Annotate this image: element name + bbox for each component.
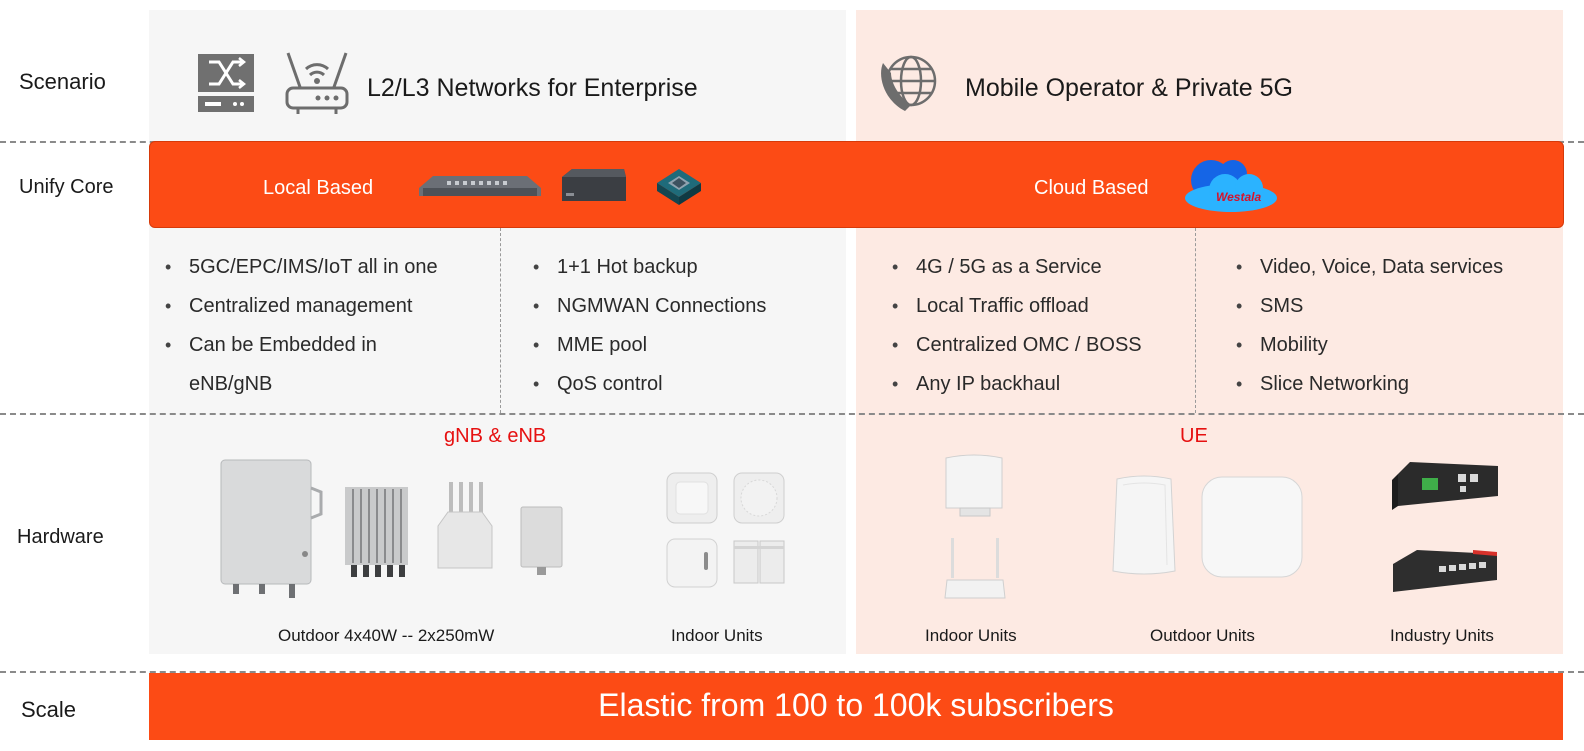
mini-pc-icon [562,167,626,204]
row-label-scenario: Scenario [19,69,106,94]
router-icon [284,51,350,115]
list-item: Can be Embedded in [165,326,438,365]
globe-phone-icon [877,51,941,115]
unify-core-band [149,141,1564,228]
ue-indoor-cpe-image [942,452,1006,518]
caption-ue-outdoor: Outdoor Units [1150,626,1255,645]
row-label-hardware: Hardware [17,526,104,548]
row-label-unify-core: Unify Core [19,176,114,198]
list-item: Local Traffic offload [892,287,1142,326]
row-label-scale: Scale [21,697,77,722]
list-item: Mobility [1236,326,1503,365]
feature-list-local-2: 1+1 Hot backup NGMWAN Connections MME po… [533,248,766,404]
scenario-right-title: Mobile Operator & Private 5G [965,74,1293,102]
ue-outdoor-cpe-image [1109,475,1179,579]
indoor-unit-dual-image [733,540,785,584]
caption-outdoor-bs: Outdoor 4x40W -- 2x250mW [278,626,495,645]
list-item: Any IP backhaul [892,365,1142,404]
list-item: Centralized OMC / BOSS [892,326,1142,365]
list-item: NGMWAN Connections [533,287,766,326]
caption-indoor-bs: Indoor Units [671,626,763,645]
scale-band: Elastic from 100 to 100k subscribers [149,673,1563,740]
ue-indoor-router-image [943,536,1007,606]
list-item: QoS control [533,365,766,404]
rack-server-icon [419,174,541,200]
outdoor-small-cell-image [519,505,564,577]
ue-industry-din-image [1392,460,1500,512]
feature-list-cloud-1: 4G / 5G as a Service Local Traffic offlo… [892,248,1142,404]
divider-hardware [0,671,1584,673]
list-item: Slice Networking [1236,365,1503,404]
divider-features [0,413,1584,415]
list-item: 5GC/EPC/IMS/IoT all in one [165,248,438,287]
caption-ue-industry: Industry Units [1390,626,1494,645]
list-item: 1+1 Hot backup [533,248,766,287]
scenario-left-title: L2/L3 Networks for Enterprise [367,74,698,102]
hardware-right-title: UE [1180,425,1208,447]
caption-ue-indoor: Indoor Units [925,626,1017,645]
outdoor-radio-large-image [219,458,325,600]
list-item: SMS [1236,287,1503,326]
local-based-label: Local Based [263,177,374,199]
list-item: Centralized management [165,287,438,326]
list-item-continuation: eNB/gNB [189,373,273,395]
indoor-unit-square-image [666,472,718,524]
switch-icon [197,53,255,113]
list-item: 4G / 5G as a Service [892,248,1142,287]
outdoor-radio-finned-image [343,485,410,578]
scale-text: Elastic from 100 to 100k subscribers [598,687,1114,723]
chip-icon [655,167,703,207]
outdoor-ap-antenna-image [436,480,494,576]
list-item: MME pool [533,326,766,365]
list-item: Video, Voice, Data services [1236,248,1503,287]
cloud-based-label: Cloud Based [1034,177,1149,199]
cloud-logo-text: Westala [1216,190,1262,204]
cloud-logo: Westala [1181,158,1283,214]
ue-industry-switch-image [1393,546,1499,594]
ue-outdoor-ap-image [1200,475,1304,579]
indoor-unit-round-image [733,472,785,524]
feature-list-cloud-2: Video, Voice, Data services SMS Mobility… [1236,248,1503,404]
hardware-left-title: gNB & eNB [444,425,547,447]
divider-feature-col-right [1195,228,1196,413]
feature-list-local-1: 5GC/EPC/IMS/IoT all in one Centralized m… [165,248,438,404]
indoor-unit-light-image [666,538,718,588]
divider-feature-col-left [500,228,501,413]
